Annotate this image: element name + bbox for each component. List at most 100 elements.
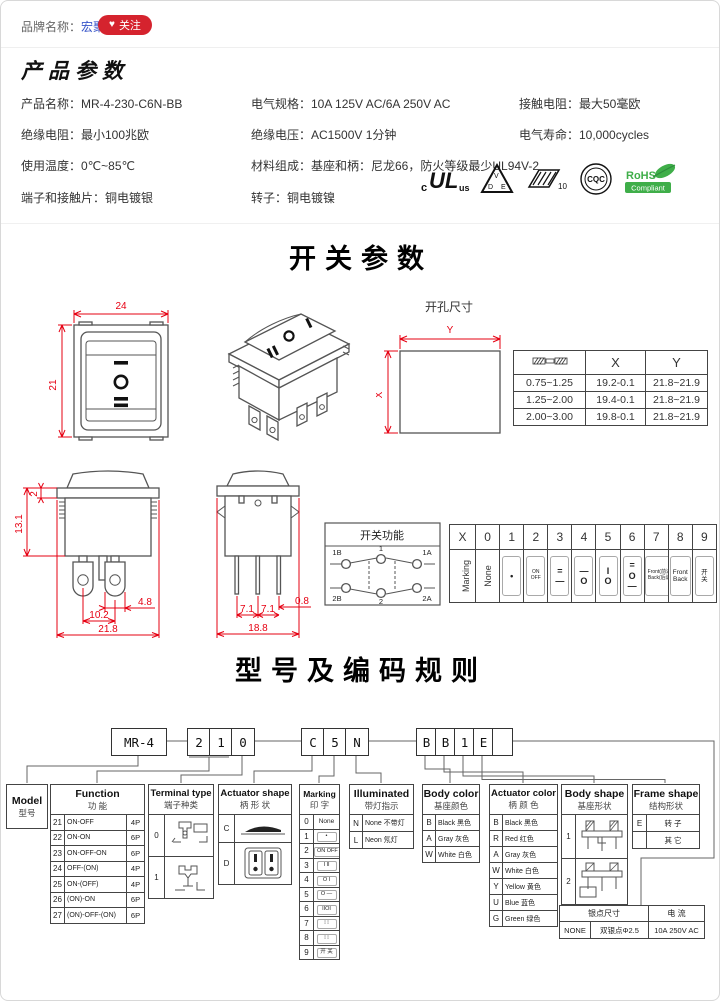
actuator-color-label: Yellow 黄色 xyxy=(502,878,558,895)
hole-y-label: Y xyxy=(447,325,454,336)
terminal-1a: 1A xyxy=(422,548,431,557)
actuator-color-title-en: Actuator color xyxy=(491,788,556,800)
terminal-title-cn: 端子种类 xyxy=(164,800,199,811)
param-contact-resistance: 接触电阻：最大50毫欧 xyxy=(519,97,641,111)
marking-none: None xyxy=(313,814,340,830)
actuator-shape-title-en: Actuator shape xyxy=(220,788,290,800)
isometric-view-drawing xyxy=(227,313,351,442)
current-header: 电 流 xyxy=(648,905,705,922)
svg-text:CQC: CQC xyxy=(587,175,605,184)
actuator-color-code: G xyxy=(489,910,503,927)
silver-point-table: 银点尺寸 电 流 NONE 双银点Φ2.5 10A 250V AC xyxy=(559,905,705,939)
terminal-icon-1-cell xyxy=(163,856,215,899)
switch-function-diagram: 开关功能 1B 1 1A 2B 2 2A xyxy=(324,522,441,606)
param-operating-temp: 使用温度：0℃~85℃ xyxy=(21,159,135,173)
param-rotor-plating: 转子：铜电镀镍 xyxy=(251,191,336,205)
fn-poles: 4P xyxy=(126,814,145,831)
mk-none: None xyxy=(475,549,501,603)
body-color-label: White 白色 xyxy=(435,846,480,863)
xy-cell: 21.8~21.9 xyxy=(645,391,708,409)
svg-text:10: 10 xyxy=(558,182,567,191)
dim-21-8: 21.8 xyxy=(98,624,118,635)
illuminated-title-en: Illuminated xyxy=(353,787,410,800)
terminal-1: 1 xyxy=(379,544,383,553)
mk-header: 2 xyxy=(523,524,549,550)
svg-text:Compliant: Compliant xyxy=(631,184,666,193)
body-color-label: Black 黑色 xyxy=(435,814,480,831)
model-title-cn: 型号 xyxy=(18,807,36,818)
mk-header: 5 xyxy=(595,524,621,550)
svg-text:E: E xyxy=(501,184,506,191)
function-title-en: Function xyxy=(75,787,120,800)
svg-text:UL: UL xyxy=(429,168,458,193)
xy-cell: 0.75~1.25 xyxy=(513,374,586,392)
svg-text:RoHS: RoHS xyxy=(626,170,656,182)
terminal-code-1: 1 xyxy=(148,856,165,899)
product-params-title: 产品参数 xyxy=(21,58,129,83)
silver-size-cell: 双银点Φ2.5 xyxy=(590,921,649,939)
fn-code: 27 xyxy=(50,907,65,924)
xy-cell: 19.8-0.1 xyxy=(585,408,646,426)
body-shape-code-1: 1 xyxy=(561,814,576,859)
front-view-drawing: 24 21 xyxy=(48,301,169,441)
code-box-illuminated: N xyxy=(345,728,369,756)
marking-icon: O — xyxy=(313,886,340,902)
fn-poles: 6P xyxy=(126,829,145,846)
illuminated-code: N xyxy=(349,814,363,832)
xy-cell: 1.25~2.00 xyxy=(513,391,586,409)
follow-button[interactable]: ♥ 关注 xyxy=(98,15,152,35)
fn-poles: 6P xyxy=(126,907,145,924)
body-color-title-cn: 基座颜色 xyxy=(433,800,468,811)
code-box-function-1: 2 xyxy=(187,728,211,756)
marking-code: 0 xyxy=(299,814,314,830)
function-diagram-title: 开关功能 xyxy=(360,528,404,542)
heart-icon: ♥ xyxy=(109,19,115,30)
terminal-icon-0-cell xyxy=(163,814,215,857)
dim-10-2: 10.2 xyxy=(89,610,109,621)
actuator-color-label: Red 红色 xyxy=(502,830,558,847)
function-title-cn: 功 能 xyxy=(87,800,108,811)
actuator-color-code: U xyxy=(489,894,503,911)
fn-label: (ON)-OFF-(ON) xyxy=(64,907,127,924)
marking-icon: • xyxy=(313,828,340,844)
param-electrical-life: 电气寿命：10,000cycles xyxy=(519,128,650,142)
body-shape-title-en: Body shape xyxy=(564,787,625,800)
fn-label: (ON)-ON xyxy=(64,891,127,908)
actuator-color-label: Green 绿色 xyxy=(502,910,558,927)
brand-label: 品牌名称： xyxy=(21,20,82,34)
xy-cell: 2.00~3.00 xyxy=(513,408,586,426)
xy-cell: 19.2-0.1 xyxy=(585,374,646,392)
panel-thickness-icon-cell xyxy=(513,350,586,375)
actuator-color-code: R xyxy=(489,830,503,847)
marking-code: 2 xyxy=(299,843,314,859)
fn-code: 23 xyxy=(50,845,65,862)
actuator-color-label: White 白色 xyxy=(502,862,558,879)
fn-label: ON-ON xyxy=(64,829,127,846)
dim-7-1-a: 7.1 xyxy=(240,604,254,615)
brand-bar: 品牌名称：宏聚开关 ♥ 关注 xyxy=(1,1,719,48)
body-shape-code-2: 2 xyxy=(561,858,576,905)
mk-dot: • xyxy=(499,549,525,603)
mk-front-back-cn: Front(前进)Back(后退) xyxy=(643,549,669,603)
front-elevation-drawing: 2 13.1 4.8 10.2 21.8 xyxy=(14,470,160,638)
marking-icon: ⁞ ⁞ xyxy=(313,930,340,946)
frame-shape-title-en: Frame shape xyxy=(633,787,699,800)
xy-cell: 21.8~21.9 xyxy=(645,374,708,392)
rocker-markings xyxy=(266,317,313,359)
coding-rules-title: 型号及编码规则 xyxy=(235,656,487,686)
frame-shape-title-cn: 结构形状 xyxy=(648,800,683,811)
terminal-code-0: 0 xyxy=(148,814,165,857)
frame-shape-code: E xyxy=(632,814,647,832)
mk-ii-o-i: =O— xyxy=(619,549,645,603)
rohs-compliant-icon: RoHS Compliant xyxy=(625,163,676,193)
fn-label: ON-(OFF) xyxy=(64,876,127,893)
actuator-color-label: Blue 蓝色 xyxy=(502,894,558,911)
param-insulation-resistance: 绝缘电阻：最小100兆欧 xyxy=(21,128,150,142)
body-section-icon-1 xyxy=(581,820,622,851)
col-y-header: Y xyxy=(645,350,708,375)
solder-terminal-icon xyxy=(171,821,208,842)
dim-4-8: 4.8 xyxy=(138,597,152,608)
